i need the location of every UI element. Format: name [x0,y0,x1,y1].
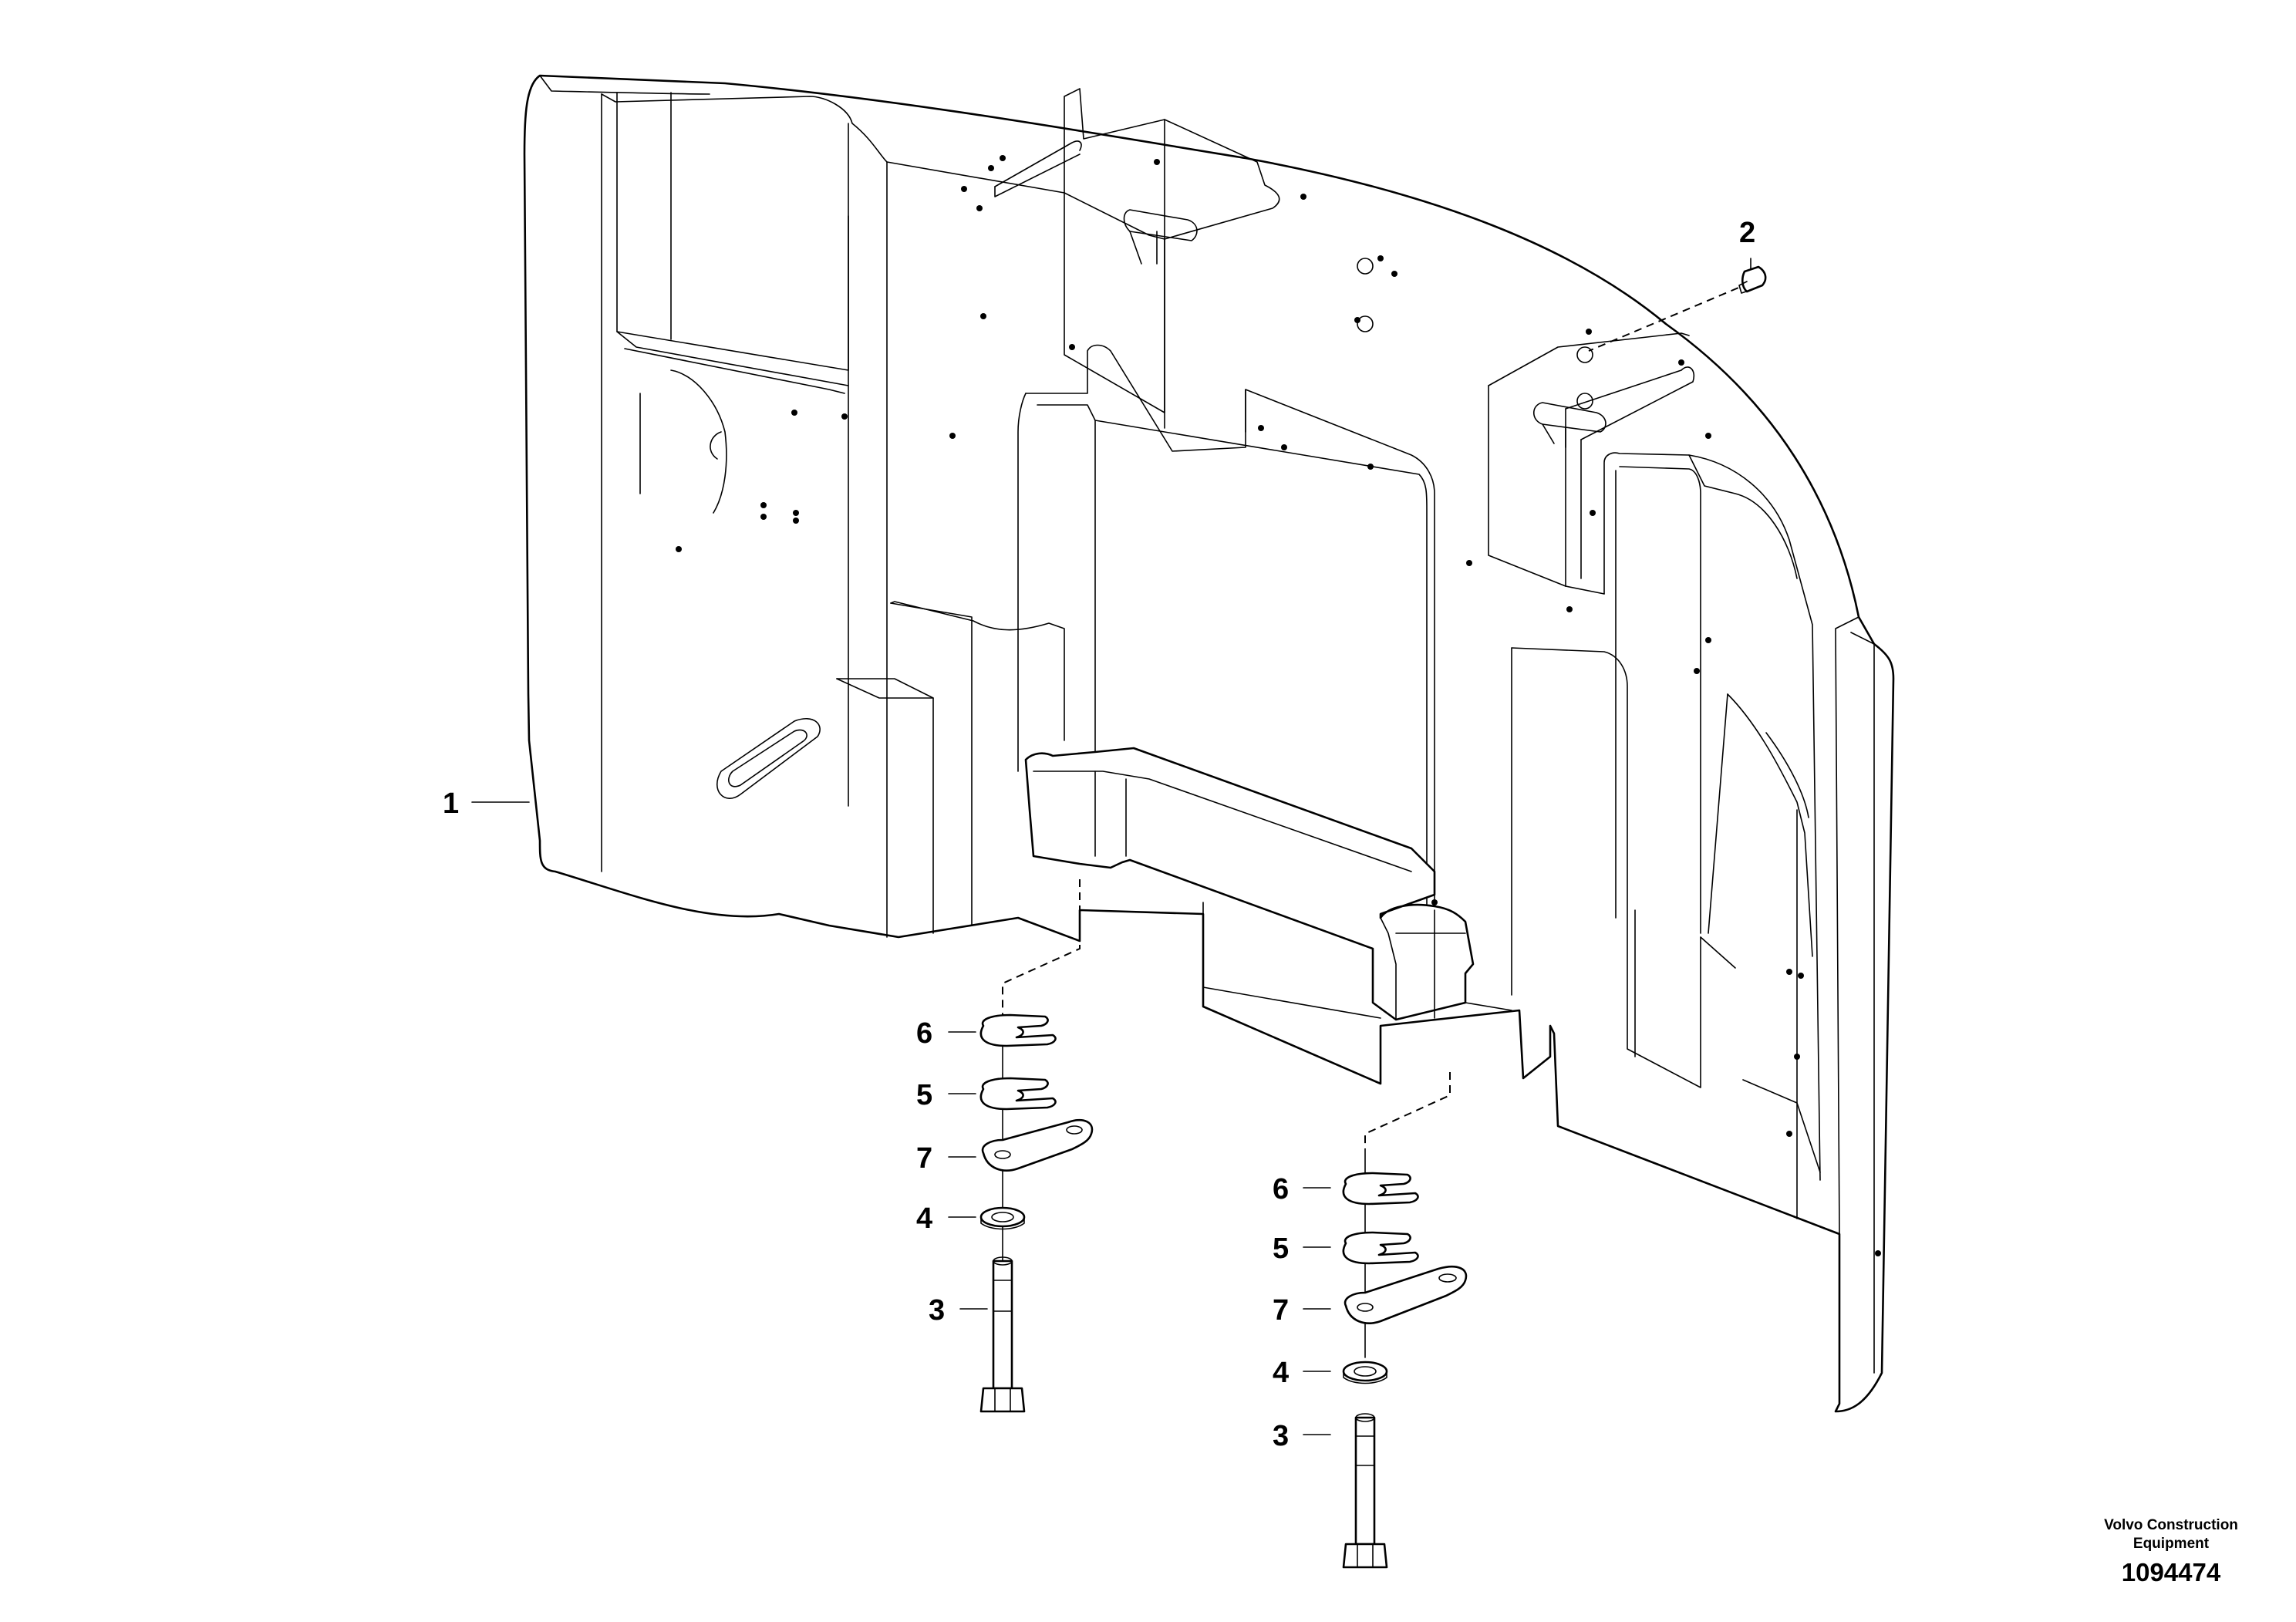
callout-7-left: 7 [916,1142,932,1175]
counterweight-lower-block [1024,747,1475,1021]
u-shim-5 [979,1077,1057,1111]
callout-3-left: 3 [929,1294,945,1327]
callout-7-right: 7 [1273,1294,1289,1327]
pin-part-2 [1738,265,1767,294]
washer-4b [1342,1361,1388,1382]
u-shim-5b [1342,1231,1419,1265]
plate-7b [1344,1265,1468,1324]
u-shim-6 [979,1013,1057,1047]
fastener-stack-left [979,1013,1094,1413]
bolt-3 [979,1256,1026,1413]
callout-4-right: 4 [1273,1357,1289,1389]
callout-4-left: 4 [916,1202,932,1235]
credit-line-1: Volvo Construction [2104,1517,2238,1533]
callout-1: 1 [443,787,459,820]
u-shim-6b [1342,1172,1419,1206]
fastener-stack-right [1342,1172,1468,1569]
document-number: 1094474 [2122,1558,2221,1587]
counterweight-part-1 [523,74,1895,1413]
callout-5-right: 5 [1273,1233,1289,1265]
callout-2: 2 [1739,217,1755,249]
bolt-3b [1342,1413,1388,1569]
counterweight-outline [523,74,1895,1413]
credit-line-2: Equipment [2133,1536,2210,1552]
callout-3-right: 3 [1273,1420,1289,1452]
bolt-holes [676,155,1881,1256]
callouts: 1 2 6 5 7 4 3 6 5 7 4 3 [443,217,1755,1452]
callout-5-left: 5 [916,1079,932,1111]
plate-7 [981,1118,1094,1172]
washer-4 [979,1206,1026,1228]
document-credit: Volvo Construction Equipment 1094474 [2104,1517,2238,1587]
leader-lines [471,258,1752,1435]
callout-6-right: 6 [1273,1173,1289,1206]
callout-6-left: 6 [916,1017,932,1050]
